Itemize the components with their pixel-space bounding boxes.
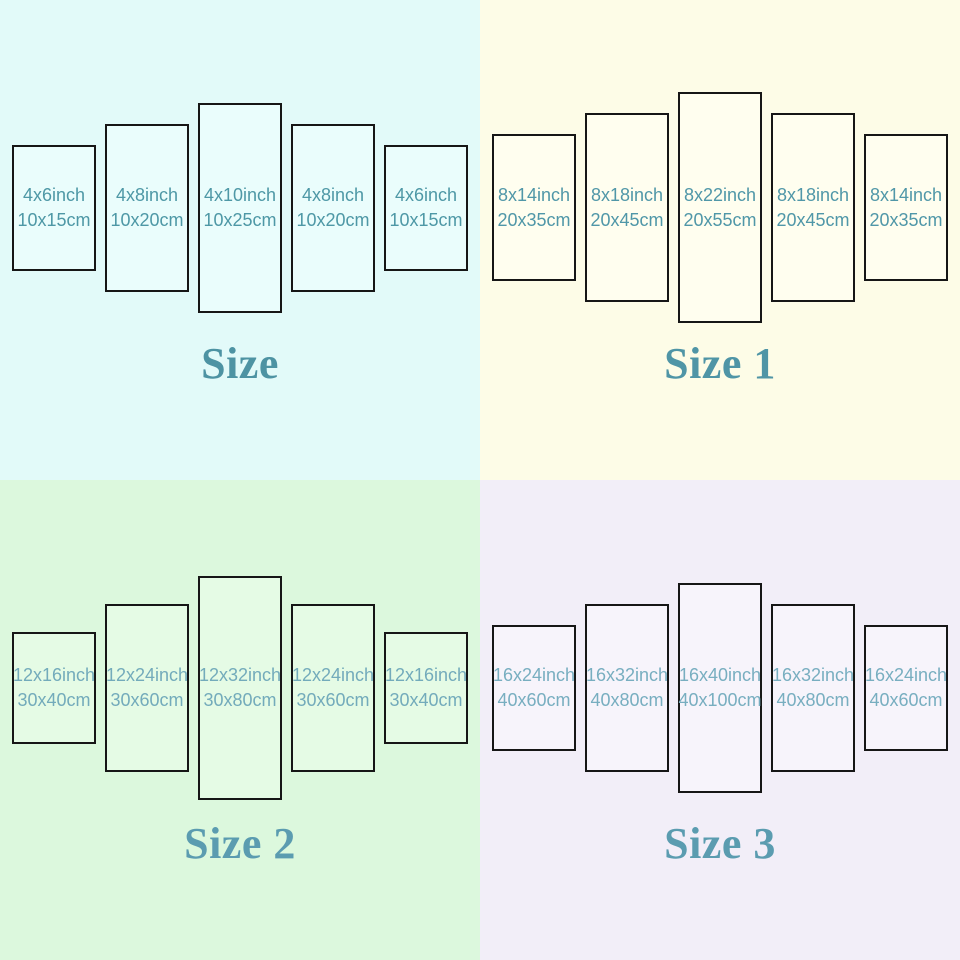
panel-size-inch: 12x32inch bbox=[198, 665, 282, 686]
canvas-panel: 4x10inch 10x25cm bbox=[198, 102, 282, 313]
panel-size-cm: 30x60cm bbox=[110, 689, 184, 710]
panel-row: 4x6inch 10x15cm 4x8inch 10x20cm 4x10inch 10x2… bbox=[0, 0, 480, 415]
panel-size-cm: 20x45cm bbox=[776, 209, 850, 230]
panel-row: 12x16inch 30x40cm 12x24inch 30x60cm 12x32inc… bbox=[0, 480, 480, 895]
panel-row: 8x14inch 20x35cm 8x18inch 20x45cm 8x22inch 20… bbox=[480, 0, 960, 415]
quadrant-title: Size 2 bbox=[184, 819, 296, 868]
panel-size-cm: 40x80cm bbox=[776, 689, 850, 710]
panel-size-cm: 40x80cm bbox=[590, 689, 664, 710]
panel-size-inch: 16x40inch bbox=[678, 665, 762, 686]
quadrant-size-3: 16x24inch 40x60cm 16x32inch 40x80cm 16x40inc… bbox=[480, 480, 960, 960]
panel-size-inch: 4x6inch bbox=[394, 185, 458, 206]
panel-size-cm: 20x35cm bbox=[497, 209, 571, 230]
canvas-panel: 16x24inch 40x60cm bbox=[492, 624, 576, 751]
panel-size-inch: 16x32inch bbox=[771, 665, 855, 686]
panel-size-inch: 4x6inch bbox=[22, 185, 86, 206]
panel-size-cm: 10x15cm bbox=[389, 209, 463, 230]
canvas-panel: 16x40inch 40x100cm bbox=[678, 582, 762, 793]
panel-row: 16x24inch 40x60cm 16x32inch 40x80cm 16x40inc… bbox=[480, 480, 960, 895]
quadrant-size-1: 8x14inch 20x35cm 8x18inch 20x45cm 8x22inch 20… bbox=[480, 0, 960, 480]
panel-size-cm: 10x15cm bbox=[17, 209, 91, 230]
canvas-panel: 8x18inch 20x45cm bbox=[585, 113, 669, 302]
panel-size-inch: 16x24inch bbox=[492, 665, 576, 686]
panel-size-cm: 20x55cm bbox=[683, 209, 757, 230]
panel-size-cm: 10x20cm bbox=[110, 209, 184, 230]
quadrant-title: Size bbox=[201, 339, 279, 388]
canvas-panel: 8x14inch 20x35cm bbox=[492, 134, 576, 281]
panel-size-cm: 20x35cm bbox=[869, 209, 943, 230]
panel-size-inch: 8x14inch bbox=[869, 185, 943, 206]
canvas-panel: 12x24inch 30x60cm bbox=[291, 603, 375, 772]
quadrant-size: 4x6inch 10x15cm 4x8inch 10x20cm 4x10inch 10x2… bbox=[0, 0, 480, 480]
panel-size-inch: 4x10inch bbox=[203, 185, 277, 206]
panel-size-cm: 40x60cm bbox=[497, 689, 571, 710]
panel-size-cm: 10x25cm bbox=[203, 209, 277, 230]
panel-size-cm: 40x100cm bbox=[678, 689, 762, 710]
panel-size-inch: 8x18inch bbox=[590, 185, 664, 206]
panel-size-inch: 4x8inch bbox=[115, 185, 179, 206]
canvas-panel: 16x32inch 40x80cm bbox=[585, 603, 669, 772]
canvas-panel: 8x22inch 20x55cm bbox=[678, 92, 762, 323]
panel-size-cm: 30x40cm bbox=[17, 689, 91, 710]
panel-size-inch: 12x24inch bbox=[291, 665, 375, 686]
canvas-panel: 12x16inch 30x40cm bbox=[12, 631, 96, 744]
panel-size-inch: 4x8inch bbox=[301, 185, 365, 206]
panel-size-cm: 10x20cm bbox=[296, 209, 370, 230]
canvas-panel: 8x14inch 20x35cm bbox=[864, 134, 948, 281]
canvas-panel: 4x8inch 10x20cm bbox=[291, 123, 375, 292]
quadrant-title: Size 1 bbox=[664, 339, 776, 388]
panel-size-inch: 8x14inch bbox=[497, 185, 571, 206]
panel-size-cm: 40x60cm bbox=[869, 689, 943, 710]
panel-size-inch: 16x24inch bbox=[864, 665, 948, 686]
canvas-panel: 16x24inch 40x60cm bbox=[864, 624, 948, 751]
canvas-panel: 16x32inch 40x80cm bbox=[771, 603, 855, 772]
panel-size-inch: 12x16inch bbox=[12, 665, 96, 686]
panel-size-cm: 30x80cm bbox=[203, 689, 277, 710]
canvas-panel: 4x6inch 10x15cm bbox=[384, 144, 468, 271]
quadrant-title: Size 3 bbox=[664, 819, 776, 868]
panel-size-inch: 12x24inch bbox=[105, 665, 189, 686]
canvas-panel: 4x8inch 10x20cm bbox=[105, 123, 189, 292]
panel-size-inch: 8x22inch bbox=[683, 185, 757, 206]
panel-size-cm: 30x40cm bbox=[389, 689, 463, 710]
panel-size-inch: 12x16inch bbox=[384, 665, 468, 686]
canvas-panel: 12x32inch 30x80cm bbox=[198, 575, 282, 800]
canvas-panel: 12x16inch 30x40cm bbox=[384, 631, 468, 744]
panel-size-inch: 8x18inch bbox=[776, 185, 850, 206]
panel-size-cm: 20x45cm bbox=[590, 209, 664, 230]
panel-size-cm: 30x60cm bbox=[296, 689, 370, 710]
quadrant-size-2: 12x16inch 30x40cm 12x24inch 30x60cm 12x32inc… bbox=[0, 480, 480, 960]
canvas-panel: 12x24inch 30x60cm bbox=[105, 603, 189, 772]
panel-size-inch: 16x32inch bbox=[585, 665, 669, 686]
canvas-panel: 8x18inch 20x45cm bbox=[771, 113, 855, 302]
canvas-panel: 4x6inch 10x15cm bbox=[12, 144, 96, 271]
